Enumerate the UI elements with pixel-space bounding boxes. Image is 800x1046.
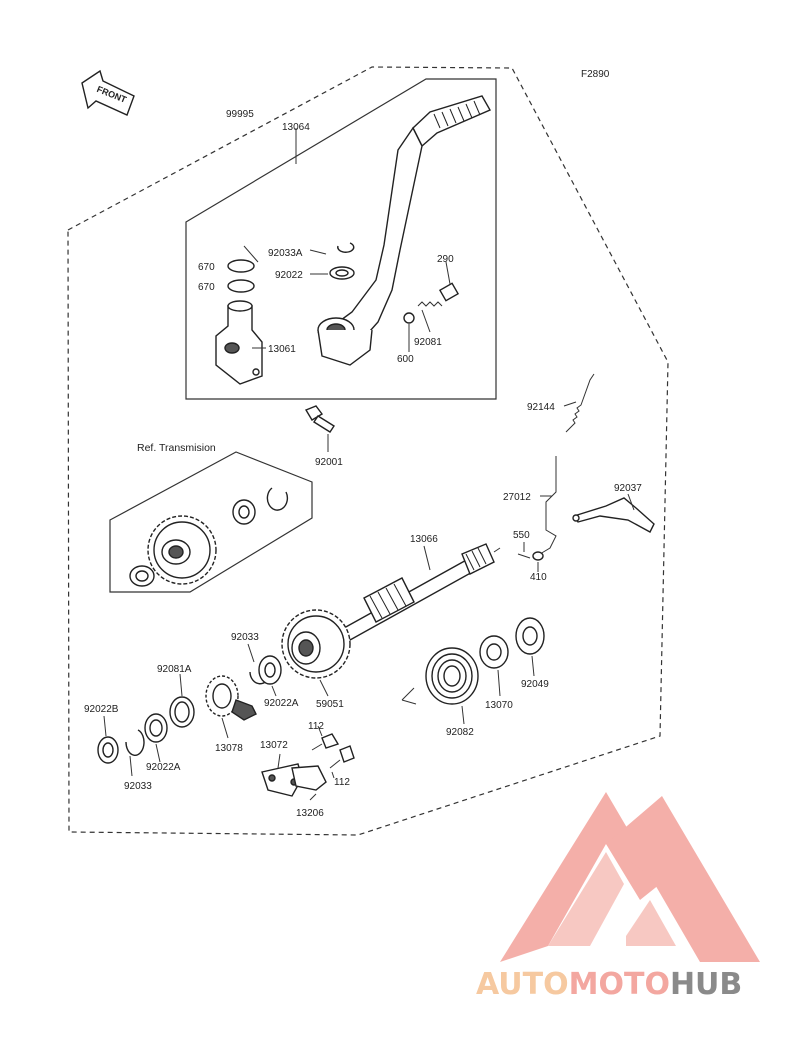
label-112-a: 112 [308, 721, 324, 732]
return-spring-92144 [565, 373, 595, 433]
stopper-plate-92037 [572, 497, 655, 533]
label-92049: 92049 [521, 679, 549, 690]
label-92033-low: 92033 [124, 781, 152, 792]
label-112-b: 112 [334, 777, 350, 788]
label-92022b: 92022B [84, 704, 119, 715]
watermark-logo-icon [500, 792, 760, 962]
label-92001: 92001 [315, 457, 343, 468]
assembly-outline-inner [185, 78, 497, 400]
transmission-circlip [266, 487, 289, 511]
circlip-92033-low [125, 729, 145, 756]
label-13061: 13061 [268, 344, 296, 355]
watermark-part2: MOTO [569, 967, 670, 1002]
label-670-a: 670 [198, 262, 215, 273]
label-99995: 99995 [226, 109, 254, 120]
label-13064: 13064 [282, 122, 310, 133]
oil-seal-92049 [515, 617, 545, 655]
washer-410 [532, 551, 544, 561]
watermark-part1: AUTO [476, 967, 569, 1002]
label-92022-top: 92022 [275, 270, 303, 281]
kick-boss-13061 [215, 300, 263, 385]
kick-shaft-13066 [343, 543, 501, 641]
label-92022a-mid: 92022A [264, 698, 299, 709]
kick-gear-59051 [281, 609, 351, 679]
label-550: 550 [513, 530, 530, 541]
reference-transmission-box [109, 451, 313, 593]
label-13078: 13078 [215, 743, 243, 754]
label-92033-mid: 92033 [231, 632, 259, 643]
bolt-92001 [304, 405, 335, 433]
bolt-112-a [311, 733, 340, 751]
kick-pedal-arm [317, 95, 491, 366]
label-13206: 13206 [296, 808, 324, 819]
label-92081: 92081 [414, 337, 442, 348]
ratchet-guide-27012 [539, 456, 557, 555]
label-92144: 92144 [527, 402, 555, 413]
kick-spring-92082 [401, 647, 479, 705]
diagram-code: F2890 [581, 69, 610, 80]
label-600: 600 [397, 354, 414, 365]
circlip-92033a [337, 242, 355, 253]
spring-guide-13070 [479, 635, 509, 669]
label-13070: 13070 [485, 700, 513, 711]
detent-pin-290 [438, 282, 460, 302]
watermark-part3: HUB [670, 967, 742, 1002]
pin-550 [517, 553, 531, 559]
label-92082: 92082 [446, 727, 474, 738]
bolt-112-b [329, 745, 355, 769]
guide-plate-13072 [261, 763, 303, 797]
front-arrow-icon: FRONT [81, 69, 135, 116]
part-labels: 99995 13064 92033A 92022 670 670 13061 2… [84, 109, 642, 819]
watermark-text: AUTOMOTOHUB [476, 967, 742, 1002]
transmission-gear [147, 515, 217, 585]
label-ref-transmission: Ref. Transmision [137, 442, 216, 454]
ratchet-13078 [205, 675, 257, 721]
label-92033a: 92033A [268, 248, 303, 259]
o-rings-670 [227, 245, 259, 293]
plate-13206 [291, 765, 327, 791]
label-27012: 27012 [503, 492, 531, 503]
label-410: 410 [530, 572, 547, 583]
label-13066: 13066 [410, 534, 438, 545]
label-92022a-low: 92022A [146, 762, 181, 773]
steel-ball-600 [403, 312, 415, 324]
detent-spring-92081 [417, 301, 443, 307]
leader-lines [103, 128, 635, 801]
label-290: 290 [437, 254, 454, 265]
label-670-b: 670 [198, 282, 215, 293]
label-13072: 13072 [260, 740, 288, 751]
assembly-outline-outer [67, 66, 669, 836]
label-59051: 59051 [316, 699, 344, 710]
label-92037: 92037 [614, 483, 642, 494]
label-92081a: 92081A [157, 664, 192, 675]
